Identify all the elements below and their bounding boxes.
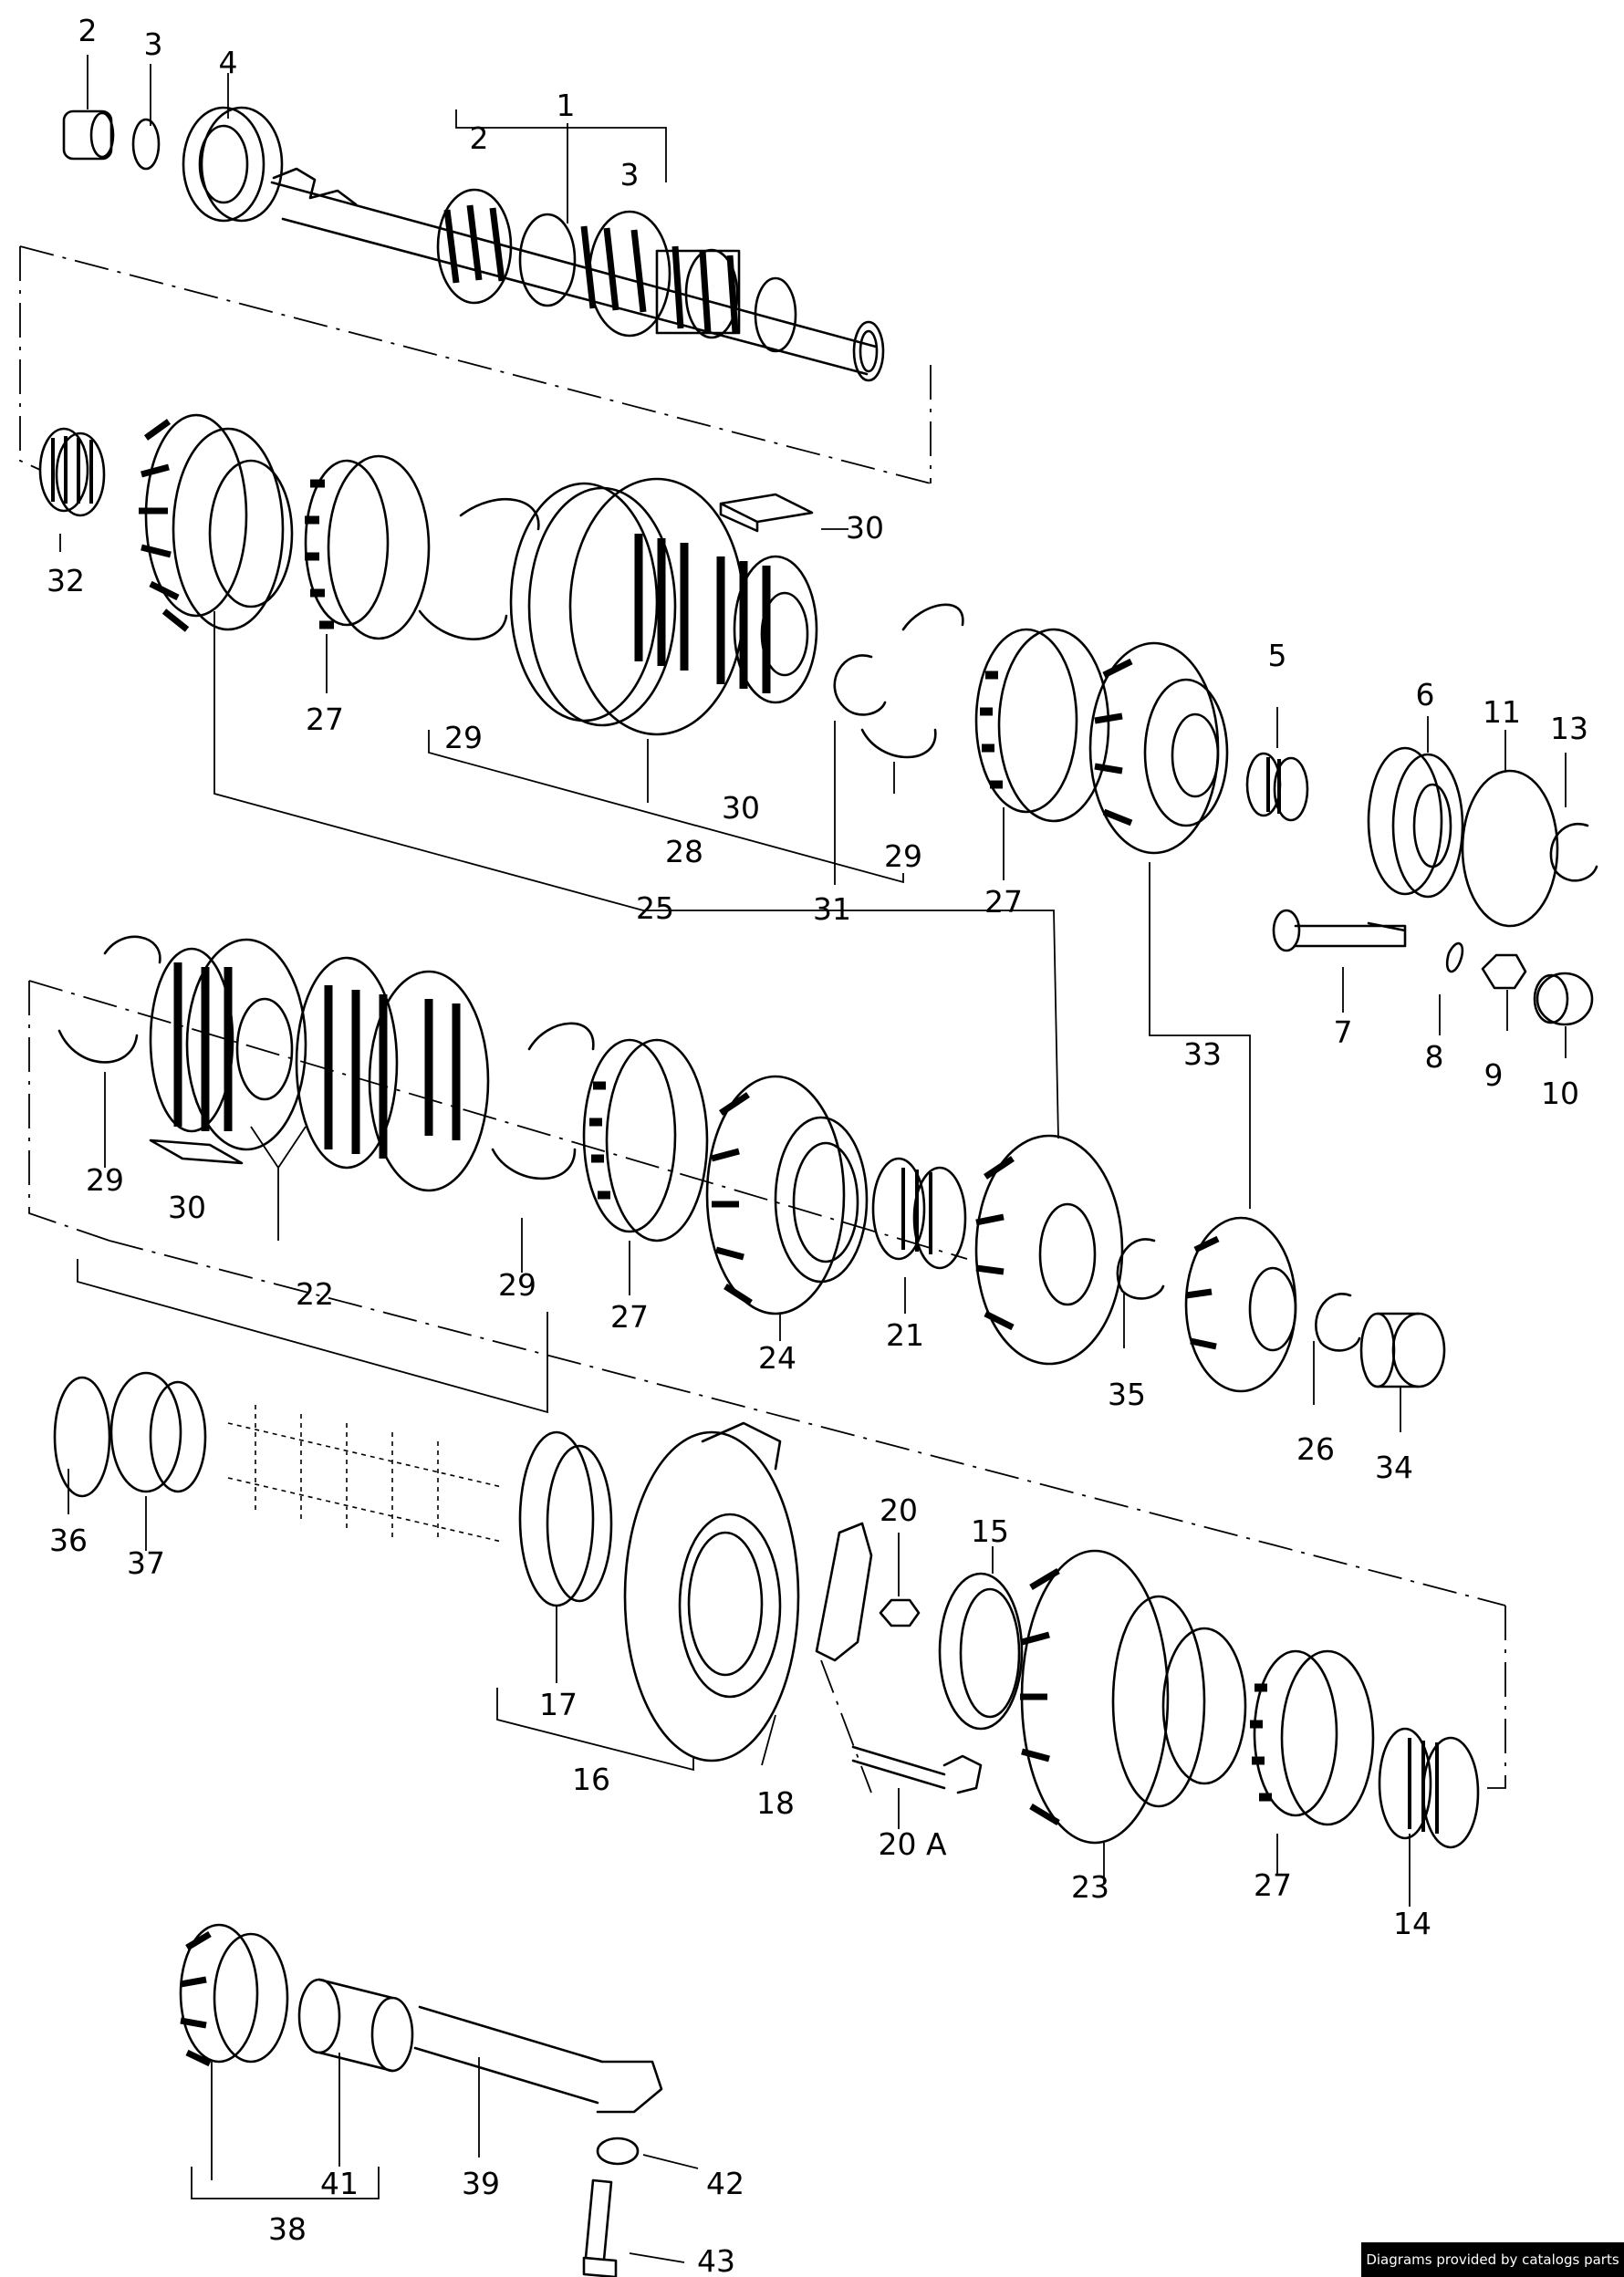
input-shaft-1 — [62, 106, 885, 382]
callout-3-shaft-part: 3 — [620, 157, 640, 192]
callout-24: 24 — [758, 1340, 796, 1376]
callout-41: 41 — [320, 2166, 359, 2201]
callout-30-row3: 30 — [168, 1190, 206, 1225]
callout-17: 17 — [539, 1687, 578, 1722]
callout-15: 15 — [971, 1513, 1009, 1549]
row-3-parts — [57, 935, 1446, 1393]
callout-30-row2: 30 — [722, 790, 760, 826]
callout-30-row2-key: 30 — [846, 510, 884, 546]
callout-31: 31 — [813, 891, 851, 927]
callout-32: 32 — [47, 563, 85, 598]
callout-2-shaft-part: 2 — [470, 120, 489, 156]
leader-lines — [59, 55, 1567, 2263]
callout-27-row2-left: 27 — [306, 702, 344, 737]
callout-37: 37 — [127, 1545, 165, 1581]
callout-9: 9 — [1484, 1057, 1504, 1093]
callout-23: 23 — [1071, 1869, 1109, 1905]
callout-34: 34 — [1375, 1450, 1413, 1485]
callout-11: 11 — [1483, 694, 1521, 730]
callout-36: 36 — [49, 1523, 88, 1558]
row-5-parts — [179, 1923, 663, 2277]
callout-6: 6 — [1416, 677, 1435, 712]
callout-16: 16 — [572, 1762, 610, 1797]
callout-3-circlip: 3 — [144, 26, 163, 62]
callout-5: 5 — [1268, 638, 1287, 673]
callout-43: 43 — [697, 2243, 735, 2277]
callout-28: 28 — [665, 834, 703, 869]
callout-13: 13 — [1550, 711, 1588, 746]
callout-29-row2-right: 29 — [884, 838, 922, 874]
callout-35: 35 — [1108, 1377, 1146, 1412]
callout-42: 42 — [706, 2166, 744, 2201]
diagram-credit-badge: Diagrams provided by catalogs parts — [1361, 2242, 1624, 2277]
callout-7: 7 — [1334, 1014, 1353, 1050]
callout-39: 39 — [462, 2166, 500, 2201]
callout-20: 20 — [880, 1492, 918, 1528]
callout-4: 4 — [219, 45, 238, 80]
callout-20a: 20 A — [878, 1826, 946, 1862]
row-4-parts — [53, 1371, 1480, 1849]
callout-29-row3-left: 29 — [86, 1162, 124, 1198]
callout-labels: 1 2 3 2 3 4 5 6 7 8 9 10 11 13 14 15 16 … — [47, 13, 1588, 2277]
callout-27-row4: 27 — [1254, 1867, 1292, 1903]
callout-27-row2-right: 27 — [984, 884, 1023, 920]
callout-27-row3: 27 — [610, 1299, 649, 1335]
callout-33: 33 — [1183, 1036, 1222, 1072]
callout-10: 10 — [1541, 1076, 1579, 1111]
callout-2-bushing: 2 — [78, 13, 98, 48]
callout-29-row3-right: 29 — [498, 1267, 536, 1303]
callout-22: 22 — [296, 1276, 334, 1312]
callout-14: 14 — [1393, 1906, 1431, 1941]
callout-8: 8 — [1425, 1039, 1444, 1075]
callout-26: 26 — [1296, 1431, 1335, 1467]
callout-18: 18 — [756, 1785, 795, 1821]
callout-38: 38 — [268, 2211, 307, 2247]
assembly-guide-lines — [19, 245, 1506, 1794]
callout-29-row2-left: 29 — [444, 720, 483, 755]
callout-1: 1 — [557, 88, 576, 123]
callout-25: 25 — [636, 890, 674, 926]
callout-21: 21 — [886, 1317, 924, 1353]
row-2-parts — [38, 413, 1598, 1026]
